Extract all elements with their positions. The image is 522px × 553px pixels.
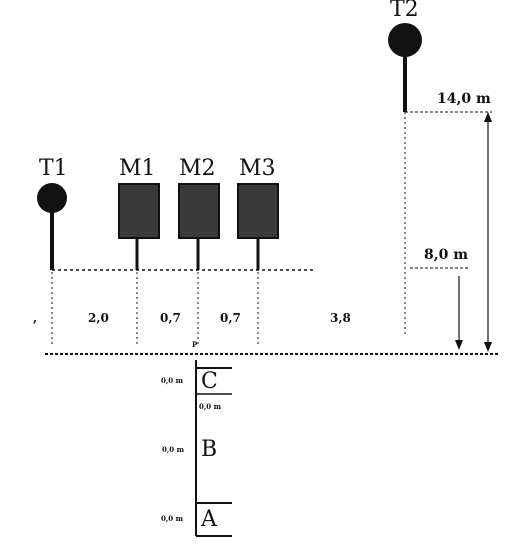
tower-t1-label: T1 — [39, 156, 68, 181]
spacing-m3-t2: 3,8 — [330, 311, 351, 325]
level-c-label: C — [201, 369, 218, 394]
mic-m2-box — [178, 183, 220, 239]
mic-m3-label: M3 — [239, 156, 276, 181]
mic-m3: M3 — [237, 156, 279, 270]
level-b-label: B — [201, 437, 217, 462]
t2-arrow-head-top — [484, 112, 492, 122]
mic-m2: M2 — [178, 156, 220, 270]
levels-column: C 0,0 m 0,0 m B 0,0 m A 0,0 m — [161, 360, 232, 537]
level-a-label: A — [200, 507, 218, 532]
level-b-side: 0,0 m — [162, 445, 185, 454]
level-c-side: 0,0 m — [161, 376, 184, 385]
tower-t2-label: T2 — [390, 0, 419, 22]
tower-t2: T2 — [388, 0, 422, 112]
tower-t1-ball — [37, 183, 67, 213]
mic-arrow-head — [455, 340, 463, 350]
tower-t1: T1 — [37, 156, 68, 270]
level-c-under: 0,0 m — [199, 402, 222, 411]
mic-height-label: 8,0 m — [424, 247, 468, 263]
mic-m3-box — [237, 183, 279, 239]
mic-m2-label: M2 — [179, 156, 216, 181]
spacing-t1-m1: 2,0 — [88, 311, 109, 325]
spacing-m2-m3: 0,7 — [220, 311, 241, 325]
mic-m1-box — [118, 183, 160, 239]
t2-arrow-head-bottom — [484, 342, 492, 352]
tower-t2-ball — [388, 23, 422, 57]
spacing-m1-m2: 0,7 — [160, 311, 181, 325]
level-a-side: 0,0 m — [161, 514, 184, 523]
spacing-left-tick: , — [33, 311, 37, 325]
ground-marker: P — [192, 340, 198, 349]
t2-height-label: 14,0 m — [437, 91, 491, 107]
mic-m1: M1 — [118, 156, 160, 270]
mic-m1-label: M1 — [119, 156, 156, 181]
